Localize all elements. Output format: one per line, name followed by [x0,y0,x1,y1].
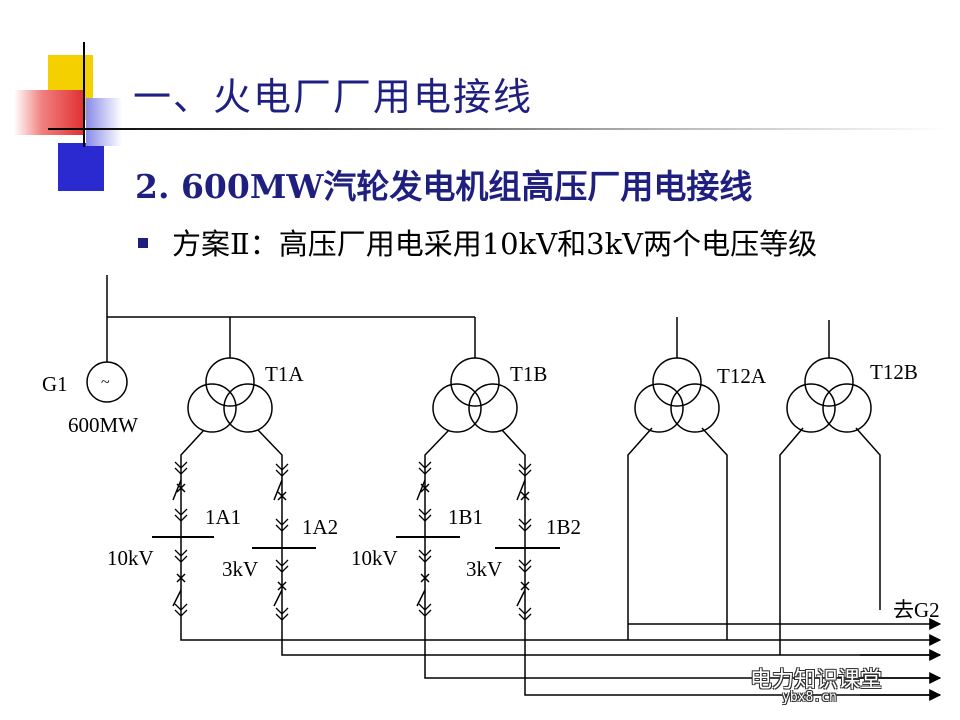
page-title: 一、火电厂厂用电接线 [133,75,534,119]
generator-label: G1 [42,372,68,396]
voltage-label-10kv-a: 10kV [107,546,154,570]
generator-circle [86,361,128,403]
deco-vertical-line [83,42,85,147]
deco-lightblue-block [86,98,122,146]
bus-label-1a1: 1A1 [205,505,241,529]
watermark-text: 电力知识课堂 [750,668,883,693]
deco-blue-block [58,143,104,191]
slide-subtitle: 2. 600MW汽轮发电机组高压厂用电接线 [135,167,753,206]
transformer-label-t12b: T12B [870,360,918,384]
transformer-label-t12a: T12A [717,364,767,388]
to-g2-label: 去G2 [893,598,940,622]
bullet-marker [138,238,148,248]
bus-label-1b1: 1B1 [448,505,483,529]
voltage-label-10kv-b: 10kV [351,546,398,570]
voltage-label-3kv-a: 3kV [222,557,258,581]
bus-label-1b2: 1B2 [546,515,581,539]
generator-symbol: ~ [101,374,110,391]
watermark-url: ybx8.cn [782,690,837,705]
deco-red-block [14,90,84,135]
generator-rating: 600MW [68,413,138,437]
bus-label-1a2: 1A2 [302,515,338,539]
bullet-text: 方案Ⅱ：高压厂用电采用10kV和3kV两个电压等级 [172,227,818,261]
transformer-label-t1a: T1A [265,362,304,386]
transformer-label-t1b: T1B [510,362,547,386]
deco-horizontal-line [48,128,948,130]
voltage-label-3kv-b: 3kV [466,557,502,581]
